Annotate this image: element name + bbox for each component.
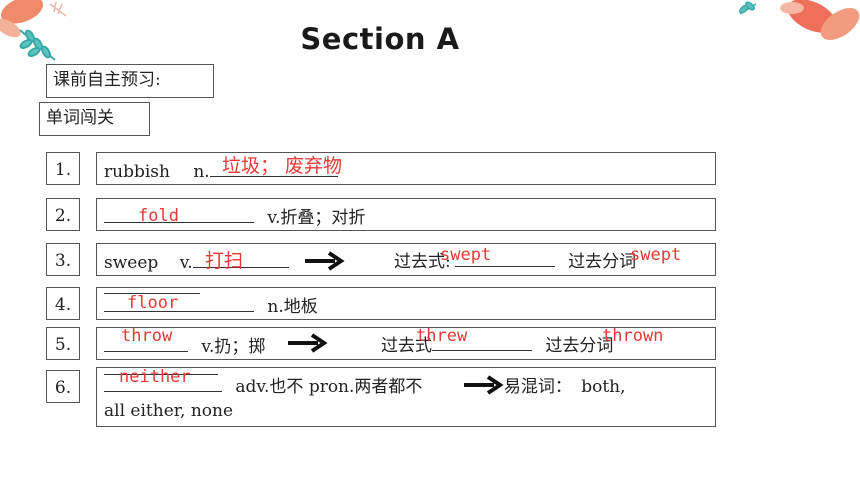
row-number: 6. xyxy=(46,370,80,403)
past-tense-group: 过去式: 过去分词 xyxy=(394,249,636,273)
vocab-row-6: adv.也不 pron.两者都不 易混词： both, all either, … xyxy=(96,367,716,427)
answer-text: fold xyxy=(138,206,179,226)
answer-text: neither xyxy=(119,367,191,387)
row-number: 1. xyxy=(46,152,80,185)
answer-text: thrown xyxy=(602,326,664,346)
row-word: sweep xyxy=(104,253,159,273)
row-number: 5. xyxy=(46,327,80,360)
row-meaning: v.扔；掷 xyxy=(201,337,266,357)
row-meaning: adv.也不 pron.两者都不 xyxy=(235,377,423,397)
arrow-icon xyxy=(288,333,328,353)
answer-text: swept xyxy=(630,245,682,265)
row-pos: n. xyxy=(193,162,210,182)
vocab-section-label: 单词闯关 xyxy=(39,102,150,136)
answer-text: floor xyxy=(127,293,179,313)
row-number-text: 2. xyxy=(54,206,72,226)
row-number-text: 6. xyxy=(54,378,72,398)
past-tense-label: 过去式: xyxy=(394,252,451,272)
past-participle-label: 过去分词 xyxy=(568,252,637,272)
vocab-section-label-text: 单词闯关 xyxy=(46,108,114,128)
answer-blank xyxy=(192,250,289,268)
vocab-row-4: n.地板 xyxy=(96,287,716,320)
answer-blank xyxy=(104,374,222,392)
arrow-icon xyxy=(464,375,504,395)
vocab-row-1: rubbish n. xyxy=(96,152,716,185)
past-tense-group: 过去式 过去分词 xyxy=(381,333,613,357)
confusable-words: both, xyxy=(581,377,626,397)
answer-text: throw xyxy=(121,326,173,346)
answer-blank xyxy=(104,294,254,312)
confusable-words-line-2: all either, none xyxy=(104,401,234,422)
row-number: 2. xyxy=(46,198,80,231)
answer-overline xyxy=(104,374,218,375)
leaf-decoration-top-right xyxy=(739,0,860,40)
past-participle-label: 过去分词 xyxy=(545,336,614,356)
vocab-row-5: v.扔；掷 xyxy=(96,327,716,360)
prestudy-label: 课前自主预习: xyxy=(46,64,214,98)
answer-text: 打扫 xyxy=(205,250,244,272)
answer-text: swept xyxy=(440,245,492,265)
row-pos: v. xyxy=(179,253,193,273)
prestudy-label-text: 课前自主预习: xyxy=(53,70,161,90)
row-number-text: 1. xyxy=(54,160,72,180)
answer-blank xyxy=(432,333,532,351)
row-meaning: v.折叠；对折 xyxy=(267,208,366,228)
page-title: Section A xyxy=(300,22,460,56)
row-number-text: 5. xyxy=(54,335,72,355)
row-number: 4. xyxy=(46,287,80,320)
row-number-text: 3. xyxy=(54,251,72,271)
row-number: 3. xyxy=(46,243,80,276)
answer-text: threw xyxy=(416,326,468,346)
answer-blank xyxy=(454,249,555,267)
answer-text: 垃圾； 废弃物 xyxy=(222,155,343,177)
row-word: rubbish xyxy=(104,162,170,182)
past-tense-label: 过去式 xyxy=(381,336,432,356)
row-number-text: 4. xyxy=(54,295,72,315)
row-meaning: n.地板 xyxy=(267,297,318,317)
leaf-decoration-top-left xyxy=(0,0,67,61)
answer-blank xyxy=(209,159,338,177)
vocab-row-2: v.折叠；对折 xyxy=(96,198,716,231)
vocab-row-3: sweep v. xyxy=(96,243,716,276)
arrow-icon xyxy=(305,251,345,271)
answer-overline xyxy=(104,293,200,294)
answer-blank xyxy=(104,205,254,223)
answer-blank xyxy=(104,334,188,352)
confusable-label: 易混词： xyxy=(503,377,572,397)
